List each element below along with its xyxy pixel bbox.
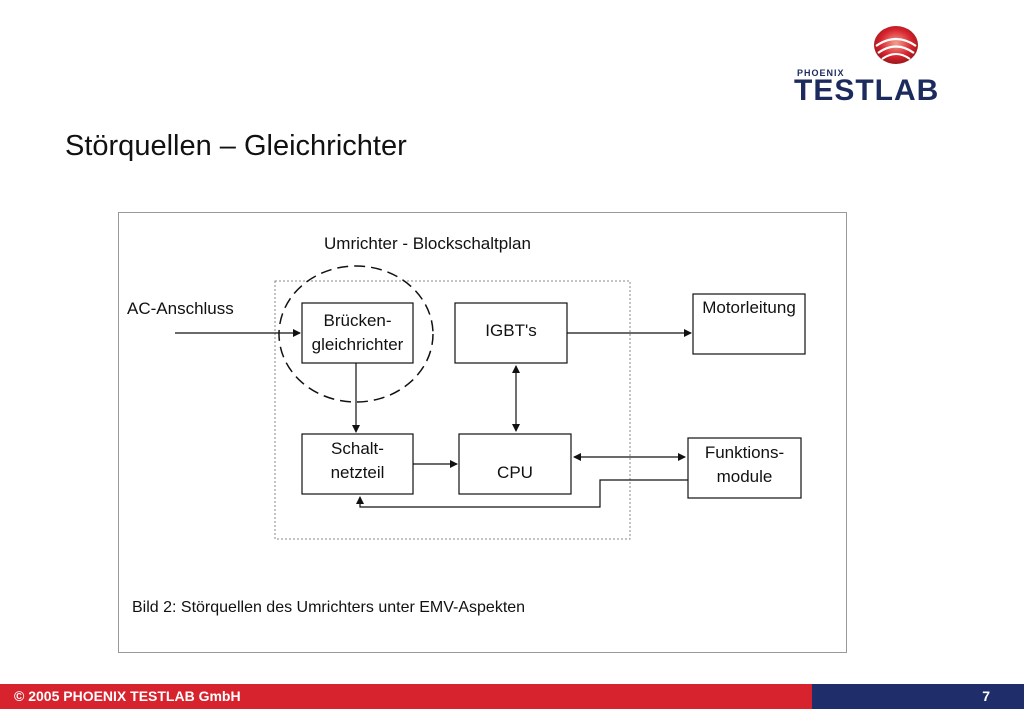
psu-block bbox=[301, 433, 414, 495]
motor-label: Motorleitung bbox=[702, 298, 796, 317]
rectifier-label-line1: Brücken- bbox=[323, 311, 392, 330]
motor-block bbox=[692, 293, 806, 355]
cpu-label: CPU bbox=[497, 463, 533, 482]
phoenix-logo-icon bbox=[874, 26, 918, 64]
footer-bar: © 2005 PHOENIX TESTLAB GmbH 7 bbox=[0, 684, 1024, 709]
logo-small-text: PHOENIX bbox=[797, 68, 845, 78]
figure-caption: Bild 2: Störquellen des Umrichters unter… bbox=[132, 599, 526, 616]
modules-label-line2: module bbox=[716, 467, 773, 486]
rectifier-label: Brücken- gleichrichter bbox=[302, 309, 413, 357]
igbt-block bbox=[454, 302, 568, 364]
footer-blue-band bbox=[812, 684, 1024, 709]
ac-input-label: AC-Anschluss bbox=[127, 299, 234, 318]
slide-title: Störquellen – Gleichrichter bbox=[65, 130, 407, 162]
modules-block bbox=[687, 437, 802, 499]
modules-label-line1: Funktions- bbox=[704, 443, 785, 462]
interference-source-highlight bbox=[278, 265, 434, 403]
psu-label: Schalt- netzteil bbox=[302, 437, 413, 485]
rectifier-label-line2: gleichrichter bbox=[311, 335, 404, 354]
logo-big-text: TESTLAB bbox=[794, 74, 940, 107]
psu-label-line1: Schalt- bbox=[331, 439, 384, 458]
cpu-block bbox=[458, 433, 572, 495]
inverter-boundary bbox=[274, 280, 631, 540]
page-number: 7 bbox=[982, 688, 990, 704]
footer-red-band bbox=[0, 684, 812, 709]
igbt-label: IGBT's bbox=[485, 321, 537, 340]
figure-frame bbox=[118, 212, 847, 653]
modules-label: Funktions- module bbox=[688, 441, 801, 489]
footer-copyright: © 2005 PHOENIX TESTLAB GmbH bbox=[14, 688, 241, 704]
psu-label-line2: netzteil bbox=[330, 463, 385, 482]
diagram-heading: Umrichter - Blockschaltplan bbox=[324, 234, 531, 253]
rectifier-block bbox=[301, 302, 414, 364]
modules-to-psu-feedback bbox=[356, 479, 688, 508]
